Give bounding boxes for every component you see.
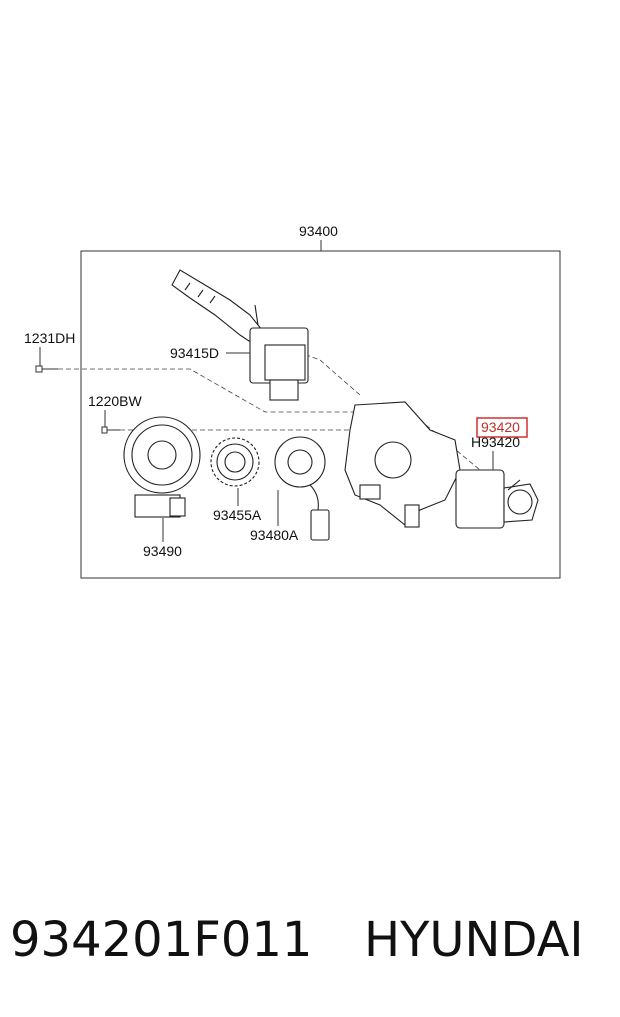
part-number: 934201F011 (10, 912, 313, 968)
highlight-box-93420 (476, 417, 528, 438)
switch-body-icon (344, 401, 461, 528)
footer: 934201F011 HYUNDAI (0, 900, 620, 980)
switch-stalk-93415D-icon (171, 269, 309, 401)
label-1231DH: 1231DH (24, 330, 75, 346)
brand-name: HYUNDAI (364, 912, 584, 968)
ignition-switch-93420-icon (455, 469, 539, 529)
label-93455A: 93455A (213, 507, 262, 523)
label-93415D: 93415D (170, 345, 219, 361)
gear-93455A-icon (210, 437, 260, 487)
clock-spring-93490-icon (123, 416, 201, 518)
label-1220BW: 1220BW (88, 393, 142, 409)
label-H93420: H93420 (471, 434, 520, 450)
label-93420: 93420 (481, 419, 520, 435)
bolt-1231DH-icon (35, 365, 58, 373)
parts-diagram: 93400 1231DH 1220BW 93415D 93490 (24, 223, 561, 579)
label-93400: 93400 (299, 223, 338, 239)
label-93490: 93490 (143, 543, 182, 559)
screw-1220BW-icon (101, 426, 120, 434)
angle-sensor-93480A-icon (274, 436, 330, 541)
label-93480A: 93480A (250, 527, 299, 543)
